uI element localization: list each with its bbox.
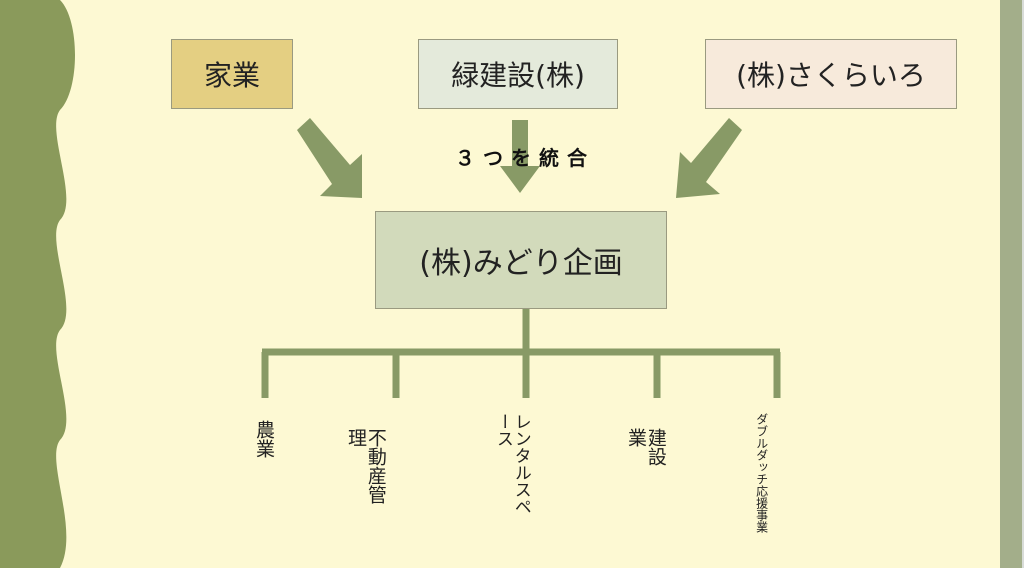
branch-construction: 建設業 bbox=[624, 428, 667, 466]
arrow-right-icon bbox=[676, 118, 742, 198]
source-box-sakurairo: (株)さくらいろ bbox=[705, 39, 957, 109]
right-border-strip bbox=[1000, 0, 1022, 568]
branch-real-estate: 不動産管理 bbox=[344, 428, 387, 504]
org-tree-lines bbox=[261, 308, 781, 398]
source-box-midori-construction: 緑建設(株) bbox=[418, 39, 618, 109]
branch-rental-space: レンタルスペース bbox=[492, 413, 531, 515]
wavy-left-border bbox=[0, 0, 75, 568]
arrow-center-icon bbox=[500, 120, 540, 193]
merge-label: ３つを統合 bbox=[455, 146, 595, 170]
arrow-left-icon bbox=[297, 118, 362, 198]
result-company-box: (株)みどり企画 bbox=[375, 211, 667, 309]
source-box-family-business: 家業 bbox=[171, 39, 293, 109]
branch-double-dutch: ダブルダッチ応援事業 bbox=[754, 413, 769, 533]
branch-agriculture: 農業 bbox=[252, 420, 275, 458]
right-edge bbox=[1022, 0, 1024, 568]
